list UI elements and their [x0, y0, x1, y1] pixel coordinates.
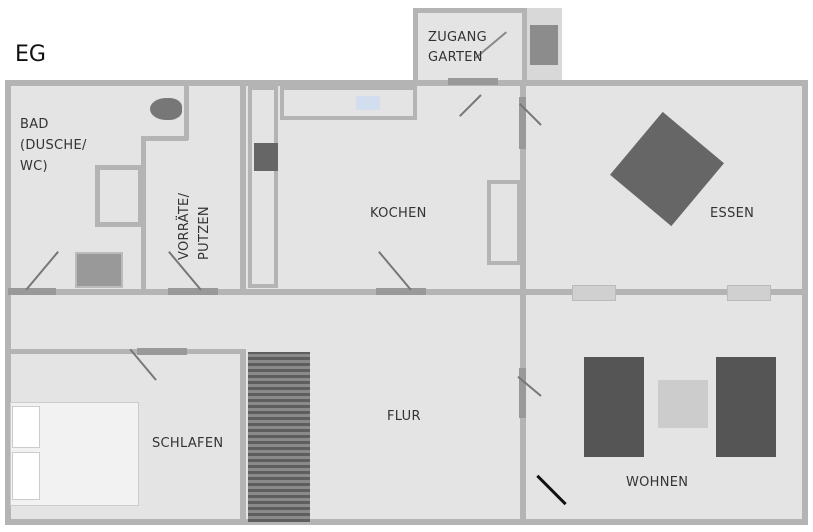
wall: [240, 80, 246, 292]
coffee-table: [658, 380, 708, 428]
sliding-door[interactable]: [727, 285, 771, 301]
floor-title: EG: [15, 42, 46, 67]
room-label-wohnen: WOHNEN: [626, 475, 689, 490]
shower-tray: [95, 165, 143, 227]
wall: [141, 136, 188, 141]
label-line: BAD: [20, 117, 49, 132]
wall: [240, 349, 246, 525]
room-label-vorraete: VORRÄTE/ PUTZEN: [175, 170, 215, 260]
toilet-icon: [150, 98, 182, 120]
wall: [413, 8, 418, 80]
door-vorraete[interactable]: [168, 288, 218, 295]
wall: [5, 519, 808, 525]
garden-step-block: [530, 25, 558, 65]
kitchen-counter: [248, 86, 278, 288]
label-line: VORRÄTE/: [177, 192, 192, 260]
door-essen[interactable]: [519, 97, 526, 149]
room-label-kochen: KOCHEN: [370, 206, 427, 221]
pillow: [12, 452, 40, 500]
room-label-flur: FLUR: [387, 409, 421, 424]
kitchen-sink: [356, 96, 380, 110]
room-label-essen: ESSEN: [710, 206, 755, 221]
wall: [5, 80, 11, 525]
wall: [5, 80, 808, 86]
door-wohnen[interactable]: [519, 368, 526, 418]
door-kochen[interactable]: [376, 288, 426, 295]
room-label-bad: BAD (DUSCHE/ WC): [20, 114, 87, 177]
sliding-door[interactable]: [572, 285, 616, 301]
wall: [802, 80, 808, 525]
staircase: [248, 352, 310, 522]
wall: [5, 349, 245, 354]
label-line: ZUGANG: [428, 30, 487, 45]
label-line: WC): [20, 159, 48, 174]
door-bad[interactable]: [8, 288, 56, 295]
pillow: [12, 406, 40, 448]
wall: [184, 80, 189, 140]
sink-icon: [75, 252, 123, 288]
wall: [520, 80, 526, 525]
sofa-icon: [584, 357, 644, 457]
label-line: PUTZEN: [197, 206, 212, 260]
sofa-icon: [716, 357, 776, 457]
kitchen-counter: [280, 86, 417, 120]
wall: [522, 8, 527, 80]
door-schlafen[interactable]: [137, 348, 187, 355]
room-label-schlafen: SCHLAFEN: [152, 436, 224, 451]
label-line: (DUSCHE/: [20, 138, 87, 153]
garden-annex: [413, 8, 527, 80]
stove-icon: [254, 143, 278, 171]
wall: [413, 8, 527, 13]
wall: [141, 136, 146, 292]
kitchen-island: [487, 180, 521, 265]
room-label-zugang: ZUGANG GARTEN: [428, 28, 487, 68]
label-line: GARTEN: [428, 50, 483, 65]
door-garten[interactable]: [448, 78, 498, 85]
